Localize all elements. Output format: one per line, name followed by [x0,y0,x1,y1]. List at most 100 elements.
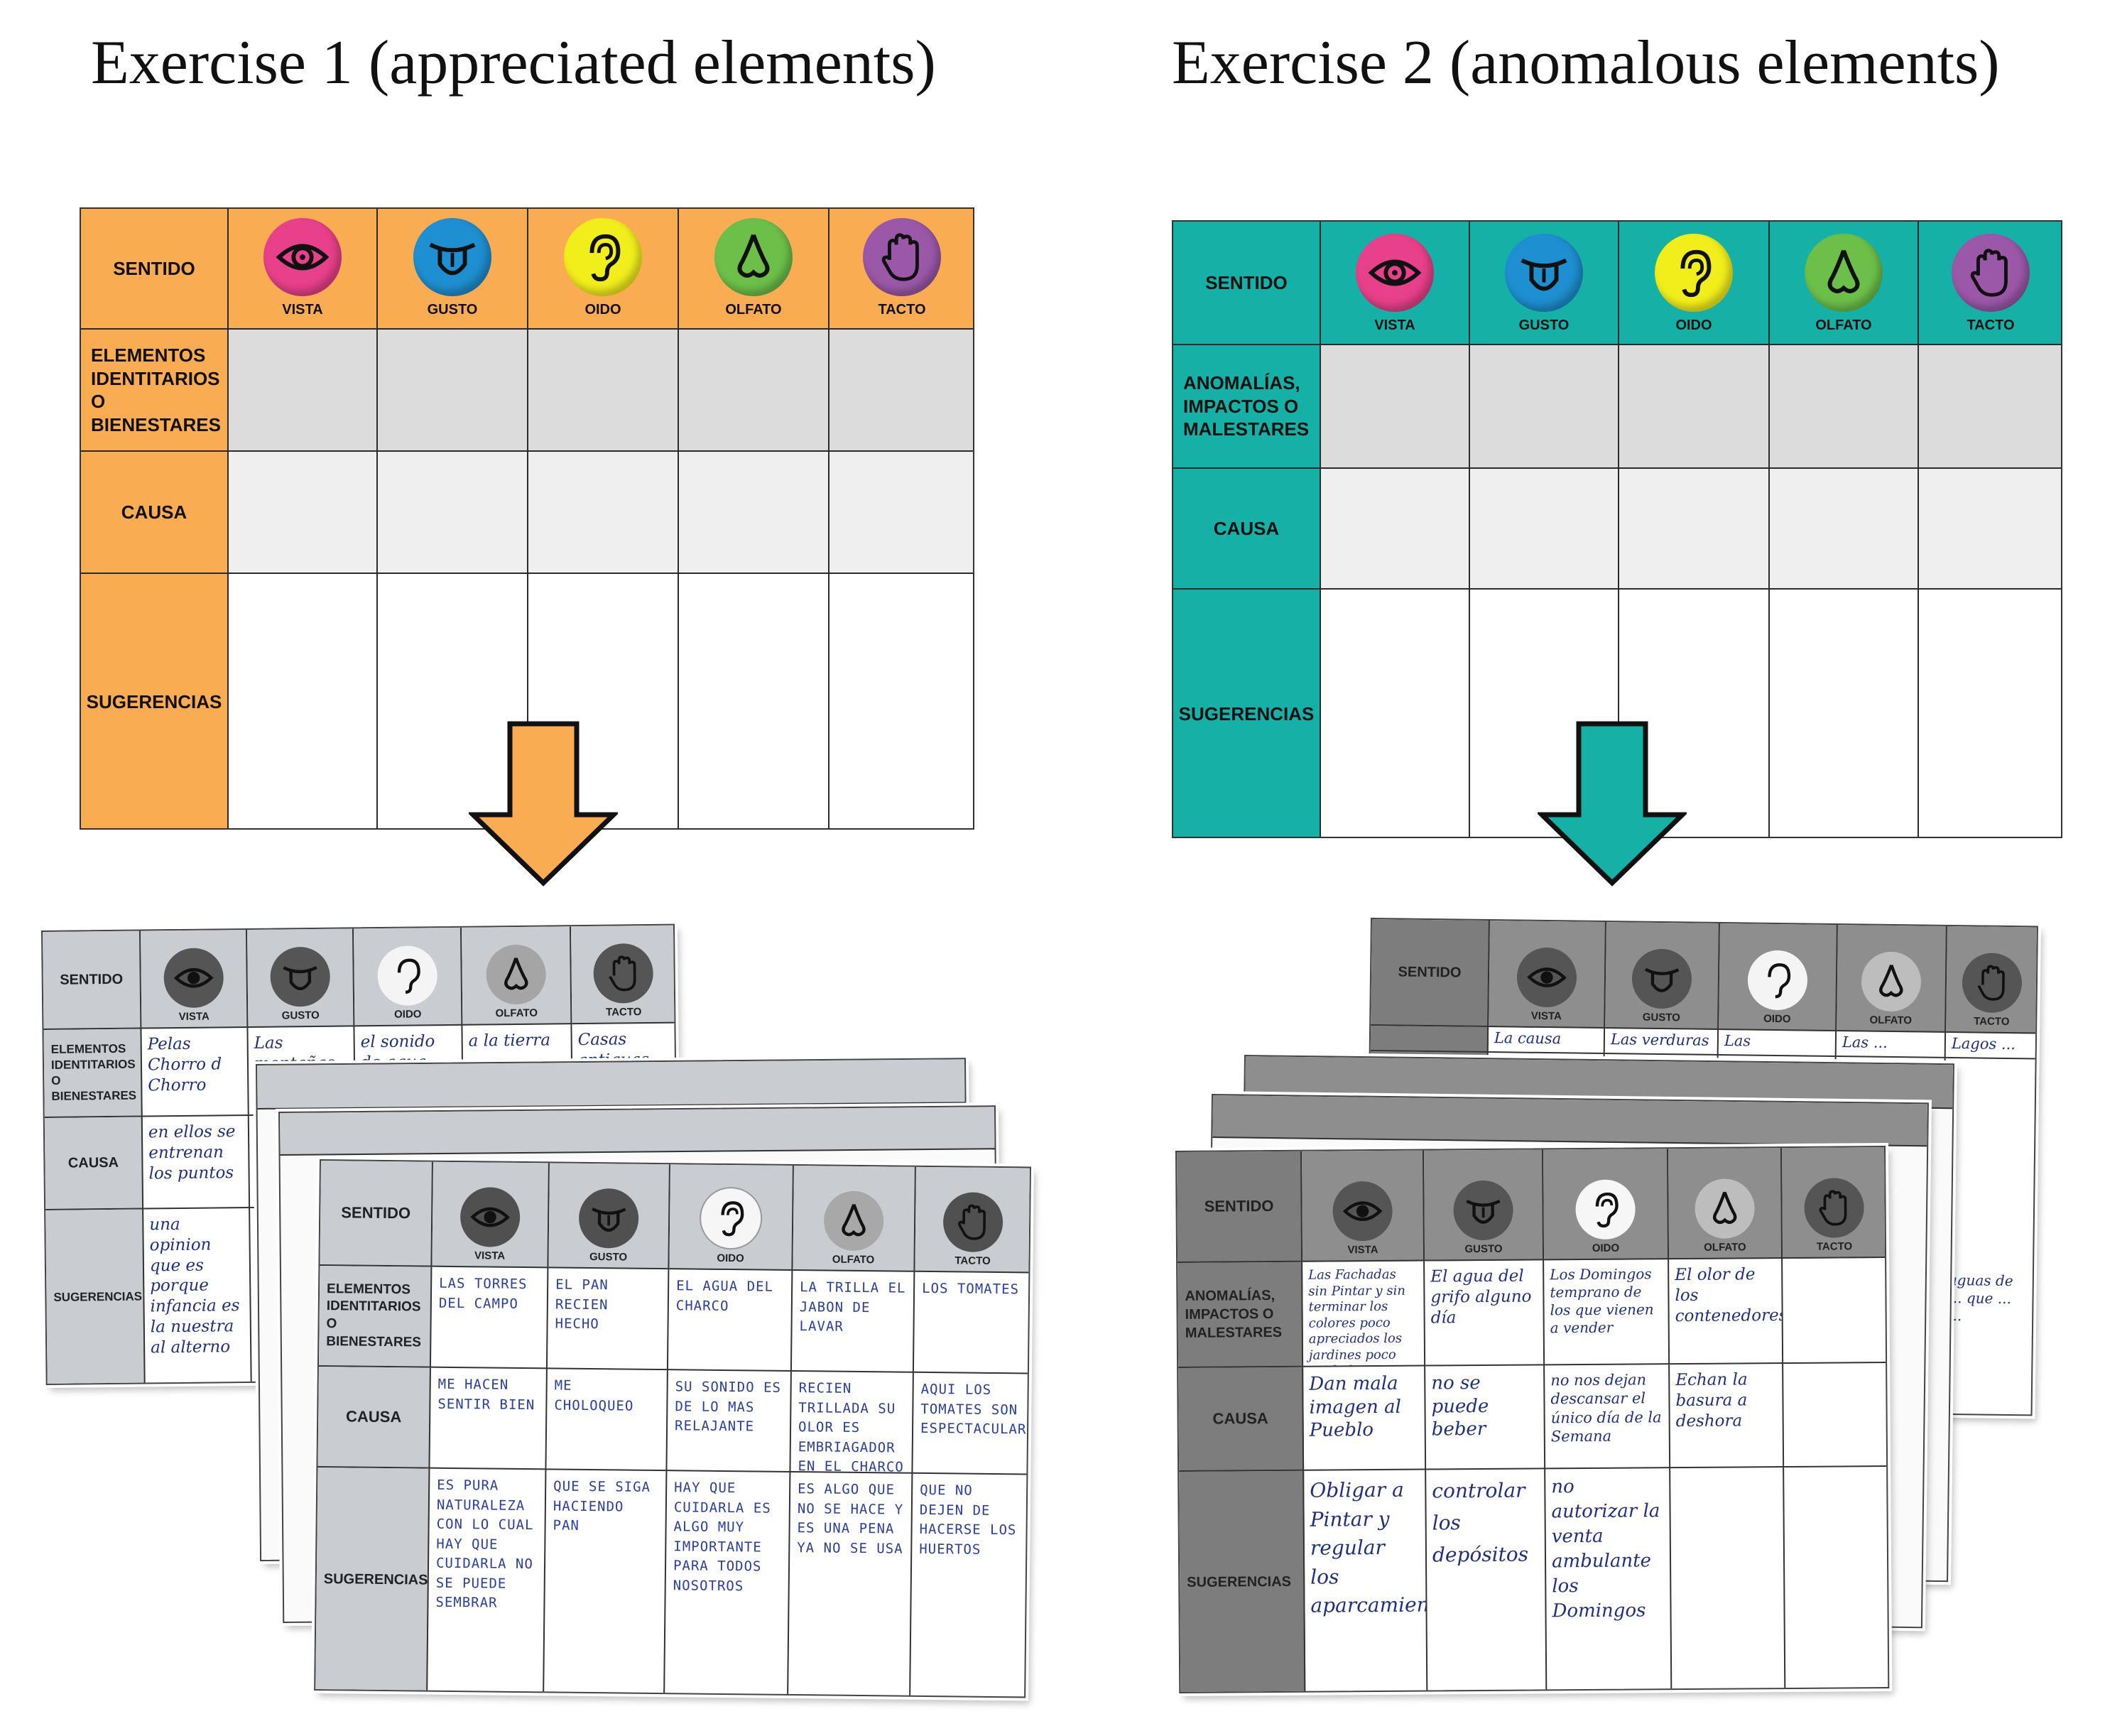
sense-header-vista: VISTA [1489,921,1606,1029]
sense-label: VISTA [1347,1244,1378,1257]
handwritten-cell: Las verduras [1604,1029,1719,1056]
sense-header-olfato: OLFATO [1668,1148,1783,1260]
sense-header-oido: OIDO [1619,222,1770,345]
sentido-header-label: SENTIDO [1371,919,1490,1028]
exercise1-title: Exercise 1 (appreciated elements) [91,28,936,97]
table-cell [1619,469,1770,590]
nose-icon [486,944,547,1005]
nose-icon [823,1190,884,1252]
hand-icon [1952,234,2030,312]
sense-label: OLFATO [1815,318,1872,333]
tongue-icon [1453,1180,1513,1241]
sentido-header-label: SENTIDO [1173,222,1321,345]
exercise2-title: Exercise 2 (anomalous elements) [1172,28,2000,97]
eye-icon [1516,947,1577,1008]
tongue-icon [413,218,491,296]
handwritten-cell: controlar los depósitos [1426,1469,1548,1693]
eye-icon [1356,234,1434,312]
sense-header-gusto: GUSTO [1605,922,1720,1030]
sense-header-oido: OIDO [1543,1149,1670,1261]
sense-header-oido: OIDO [353,927,463,1027]
sense-header-vista: VISTA [432,1161,550,1269]
table-cell [378,452,528,574]
table-cell [1470,345,1619,469]
handwritten-cell: Obligar a Pintar y regular los aparcamie… [1304,1470,1428,1693]
handwritten-cell: QUE SE SIGA HACIENDO PAN [544,1470,668,1696]
handwritten-cell [1784,1466,1890,1691]
sense-header-olfato: OLFATO [679,209,830,330]
handwritten-cell [1783,1258,1889,1365]
sentido-header-label: SENTIDO [43,931,142,1030]
sense-header-tacto: TACTO [1781,1147,1888,1259]
row-label-sugerencias: SUGERENCIAS [315,1467,430,1693]
sense-header-olfato: OLFATO [1770,222,1919,345]
sense-label: GUSTO [1642,1011,1680,1024]
sentido-header-label: SENTIDO [81,209,229,330]
handwritten-cell: AQUI LOS TOMATES SON ESPECTACULARES [913,1372,1030,1475]
sense-header-olfato: OLFATO [1837,925,1947,1033]
sense-label: OLFATO [1704,1241,1746,1254]
sense-header-gusto: GUSTO [1424,1149,1545,1262]
sense-label: OIDO [1763,1012,1791,1026]
handwritten-cell: Las Fachadas sin Pintar y sin terminar l… [1302,1261,1426,1367]
handwritten-cell: Echan la basura a deshora [1670,1364,1785,1469]
row-label-elementos: ELEMENTOS IDENTITARIOS O BIENESTARES [81,330,229,452]
sense-label: OIDO [1592,1242,1620,1254]
sense-header-vista: VISTA [1321,222,1470,345]
tongue-icon [270,946,331,1007]
row-label-causa: CAUSA [1173,469,1321,590]
tongue-icon [1631,948,1692,1009]
handwritten-cell: Los Domingos temprano de los que vienen … [1544,1259,1670,1366]
eye-icon [459,1187,521,1247]
tongue-icon [1505,234,1583,312]
handwritten-cell: LAS TORRES DEL CAMPO [430,1266,549,1369]
ear-icon [377,945,438,1007]
sense-label: TACTO [1816,1240,1853,1253]
sense-label: OLFATO [725,302,782,318]
table-cell [1919,590,2061,837]
nose-icon [1805,234,1883,312]
nose-icon [1861,951,1922,1012]
sense-label: OIDO [394,1008,422,1021]
handwritten-cell: Las campanas [1718,1029,1837,1058]
handwritten-cell: una opinion que es porque infancia es la… [143,1208,252,1385]
sense-header-tacto: TACTO [570,925,678,1025]
sense-header-vista: VISTA [141,929,249,1029]
sense-label: GUSTO [1518,318,1570,333]
sense-header-vista: VISTA [1302,1150,1425,1262]
row-label-elementos: ELEMENTOS IDENTITARIOS O BIENESTARES [43,1029,143,1118]
handwritten-cell: ME HACEN SENTIR BIEN [430,1367,548,1470]
handwritten-cell: no nos dejan descansar el único día de l… [1545,1365,1671,1470]
template-sheet-exercise2: SENTIDO VISTA GUSTO OIDO OLFATO TACTO AN… [1172,220,2062,838]
hand-icon [863,218,941,296]
handwritten-cell: ES PURA NATURALEZA CON LO CUAL HAY QUE C… [428,1468,547,1695]
sense-label: GUSTO [589,1250,628,1264]
sense-header-tacto: TACTO [1919,222,2061,345]
sense-header-gusto: GUSTO [378,209,528,330]
table-cell [1919,469,2061,590]
handwritten-cell: El agua del grifo alguno día [1425,1260,1545,1367]
table-cell [830,574,973,828]
handwritten-cell [1783,1362,1890,1468]
row-label-sugerencias: SUGERENCIAS [45,1209,146,1385]
sense-label: VISTA [1530,1009,1562,1023]
sense-label: OLFATO [1869,1014,1913,1027]
table-cell [1321,345,1470,469]
sense-label: TACTO [1967,318,2015,333]
ear-icon [1655,234,1733,312]
sentido-header-label: SENTIDO [320,1161,433,1267]
filled-sheet-back-1: SENTIDO VISTA GUSTO OIDO OLFATO TACTO EL… [41,923,680,1385]
ear-icon [1747,950,1808,1011]
handwritten-cell: ME CHOLOQUEO [546,1369,668,1472]
sense-label: GUSTO [281,1009,320,1022]
sense-label: TACTO [606,1006,642,1019]
handwritten-cell: RECIEN TRILLADA SU OLOR ES EMBRIAGADOR E… [790,1371,914,1474]
hand-icon [593,943,654,1004]
ear-icon [1575,1179,1636,1240]
handwritten-cell: en ellos se entrenan los puntos [142,1115,251,1210]
eye-icon [163,948,224,1009]
sense-header-oido: OIDO [669,1164,794,1271]
table-cell [1321,469,1470,590]
sentido-header-label: SENTIDO [1177,1151,1303,1263]
down-arrow-exercise1 [469,721,618,886]
